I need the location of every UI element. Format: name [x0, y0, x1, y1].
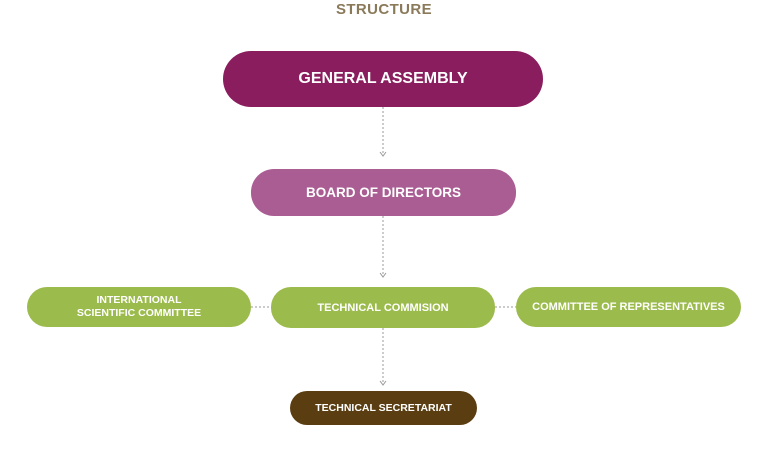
technical-secretariat-node: TECHNICAL SECRETARIAT [290, 391, 477, 425]
general-assembly-label: GENERAL ASSEMBLY [298, 70, 468, 87]
committee-of-representatives-node: COMMITTEE OF REPRESENTATIVES [516, 287, 741, 327]
committee-of-representatives-label: COMMITTEE OF REPRESENTATIVES [532, 301, 725, 313]
international-scientific-committee-label-line2: SCIENTIFIC COMMITTEE [76, 307, 202, 319]
technical-commision-label: TECHNICAL COMMISION [317, 301, 449, 314]
general-assembly-node: GENERAL ASSEMBLY [223, 51, 543, 107]
diagram-title: STRUCTURE [335, 1, 433, 18]
board-of-directors-node: BOARD OF DIRECTORS [251, 169, 516, 216]
arrowhead-secretariat [379, 380, 387, 386]
international-scientific-committee-node: INTERNATIONAL SCIENTIFIC COMMITTEE [27, 287, 251, 327]
technical-secretariat-label: TECHNICAL SECRETARIAT [315, 402, 452, 414]
arrowhead-commision [379, 272, 387, 278]
international-scientific-committee-label-line1: INTERNATIONAL [96, 294, 182, 306]
board-of-directors-label: BOARD OF DIRECTORS [305, 185, 461, 200]
arrowhead-board [379, 151, 387, 157]
technical-commision-node: TECHNICAL COMMISION [271, 287, 495, 328]
